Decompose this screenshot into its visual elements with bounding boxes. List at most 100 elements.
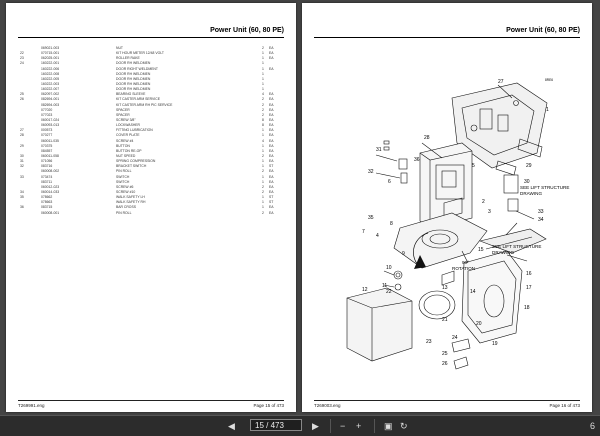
part-description: DOOR RIGHT WELDMENT [116,66,158,71]
page-16: Power Unit (60, 80 PE) [302,3,592,412]
quantity: 1 [262,128,264,133]
item-number: 25 [20,92,24,97]
ref-36: 36 [414,157,420,163]
item-number: 22 [20,51,24,56]
part-description: SPACER [116,112,130,117]
unit-of-measure: EA [269,97,274,102]
ref-17: 17 [526,285,532,291]
ref-8: 8 [390,221,393,227]
item-number: 32 [20,164,24,169]
part-description: SPACER [116,107,130,112]
quantity: 1 [262,195,264,200]
footer-page-number: Page 15 of 473 [253,403,284,408]
part-number: 070375 [41,143,53,148]
toolbar-divider [330,419,331,433]
quantity: 2 [262,169,264,174]
ref-23: 23 [426,339,432,345]
ref-27: 27 [498,79,504,85]
zoom-in-icon[interactable]: + [356,421,362,431]
quantity: 1 [262,133,264,138]
rotate-icon[interactable]: ↻ [400,421,408,431]
ref-9: 9 [402,251,405,257]
part-description: KIT HOUR METER 12/48 VOLT [116,51,164,56]
unit-of-measure: EA [269,66,274,71]
part-number: 070715-001 [41,51,60,56]
part-number: 077020 [41,107,53,112]
item-number: 36 [20,205,24,210]
part-description: COVER PLATE [116,133,140,138]
part-number: 160222-008 [41,71,60,76]
ref-25: 25 [442,351,448,357]
unit-of-measure: EA [269,123,274,128]
part-number: 083711 [41,179,53,184]
part-number: 060011-058 [41,153,59,158]
part-description: NUT [116,46,123,50]
item-number: 33 [20,174,24,179]
part-description: KIT CASTER ARM SERVICE [116,97,160,102]
part-description: SWITCH [116,174,130,179]
page-number-input[interactable]: 15 / 473 [250,419,302,431]
part-description: FITTING LUBRICATION [116,128,153,133]
part-number: 078662 [41,195,53,200]
part-description: BEARING SLEEVE [116,92,146,97]
unit-of-measure: EA [269,133,274,138]
pdf-toolbar: ◀ 15 / 473 ▶ − + ▣ ↻ 6 [0,415,600,436]
part-description: WALK SAFETY RH [116,200,146,205]
part-number: 060017-024 [41,117,60,122]
quantity: 1 [262,76,264,81]
quantity: 2 [262,184,264,189]
fit-page-icon[interactable]: ▣ [384,421,393,431]
part-description: BUTTON [116,143,130,148]
ref-2: 2 [482,199,485,205]
header-rule [314,37,580,39]
item-number: 28 [20,133,24,138]
item-number: 24 [20,61,24,66]
diagram-tag: 8RE6 [545,78,553,82]
part-description: SCREW #10 [116,189,136,194]
unit-of-measure: ST [269,200,274,205]
item-number: 29 [20,143,24,148]
part-number: 069021-003 [41,46,60,50]
unit-of-measure: EA [269,117,274,122]
next-page-icon[interactable]: ▶ [312,421,319,431]
note-lift-structure-lower-2: DRAWING [492,250,514,255]
ref-5: 5 [472,163,475,169]
part-number: 062097-002 [41,92,60,97]
item-number: 27 [20,128,24,133]
quantity: 2 [262,102,264,107]
part-number: 070277 [41,133,53,138]
part-number: 071056 [41,159,53,164]
quantity: 8 [262,117,264,122]
header-rule [18,37,284,39]
quantity: 2 [262,153,264,158]
unit-of-measure: EA [269,46,274,50]
part-description: BAR CROSS [116,205,136,210]
part-description: DOOR RH WELDMEN [116,71,151,76]
quantity: 2 [262,189,264,194]
part-number: 060011-035 [41,138,59,143]
ref-18: 18 [524,305,530,311]
part-description: PIN ROLL [116,169,132,174]
quantity: 1 [262,56,264,61]
ref-13: 13 [442,285,448,291]
zoom-out-icon[interactable]: − [340,421,346,431]
previous-page-icon[interactable]: ◀ [228,421,235,431]
note-lift-structure-lower: SEE LIFT STRUCTURE [492,244,541,249]
unit-of-measure: EA [269,179,274,184]
unit-of-measure: EA [269,148,274,153]
ref-6: 6 [388,179,391,185]
